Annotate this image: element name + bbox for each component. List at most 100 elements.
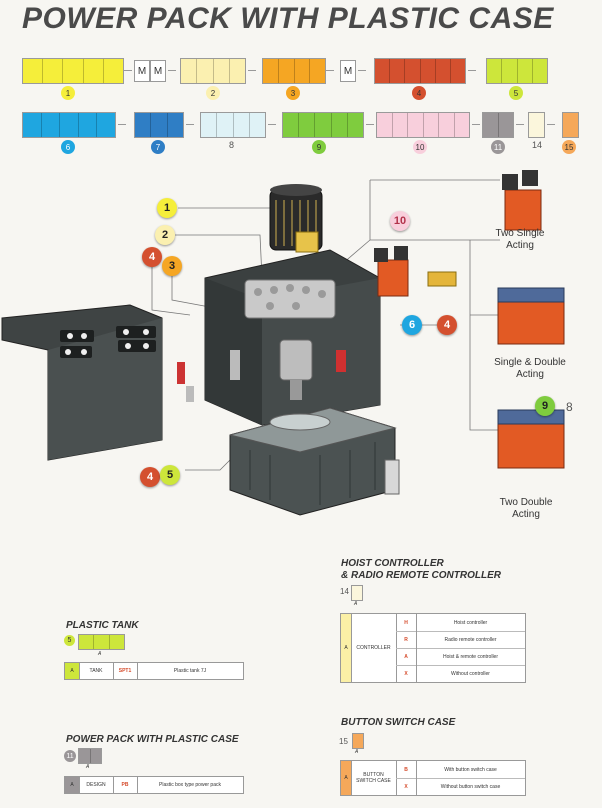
separator — [168, 70, 176, 71]
callout-4: 4 — [142, 247, 162, 267]
number-badge-6: 6 — [61, 140, 75, 154]
code-block-11 — [482, 112, 514, 138]
label-two-double-acting: Two Double Acting — [499, 497, 553, 520]
plastic-tank-table: A TANK SPT1 Plastic tank 7J — [64, 662, 244, 680]
power-pack-heading: POWER PACK WITH PLASTIC CASE — [66, 734, 239, 745]
power-pack-desc: Plastic box type power pack — [159, 782, 221, 788]
separator — [472, 124, 480, 125]
separator — [268, 124, 276, 125]
code-block-7 — [134, 112, 184, 138]
hoist-table: A CONTROLLER H Hoist controller R Radio … — [340, 613, 526, 683]
plastic-tank-label: TANK — [79, 663, 114, 679]
code-m-box: M — [150, 60, 166, 82]
number-badge-4: 4 — [412, 86, 426, 100]
code-block-5 — [486, 58, 548, 84]
callout-5: 5 — [160, 465, 180, 485]
hoist-desc-x: Without controller — [451, 670, 490, 677]
separator — [358, 70, 366, 71]
hoist-desc-a: Hoist & remote controller — [416, 648, 525, 666]
code-block-8 — [200, 112, 266, 138]
code-block-9 — [282, 112, 364, 138]
hoist-controller-label: CONTROLLER — [351, 614, 397, 682]
button-case-code-b: B — [396, 761, 417, 779]
power-pack-table: A DESIGN PB Plastic box type power pack — [64, 776, 244, 794]
code-block-10 — [376, 112, 470, 138]
number-badge-2: 2 — [206, 86, 220, 100]
plastic-tank-a-cell: A — [65, 663, 80, 679]
button-case-desc-b: With button switch case — [416, 761, 525, 779]
separator — [547, 124, 555, 125]
plastic-tank-a: A — [98, 651, 102, 657]
label-single-double-acting: Single & Double Acting — [494, 357, 566, 380]
button-case-table: A BUTTON SWITCH CASE B With button switc… — [340, 760, 526, 796]
separator — [118, 124, 126, 125]
number-badge-7: 7 — [151, 140, 165, 154]
hoist-square — [351, 585, 363, 601]
number-badge-5: 5 — [509, 86, 523, 100]
button-case-num: 15 — [339, 737, 348, 746]
power-pack-code: PB — [113, 777, 138, 793]
hoist-code-a: A — [396, 648, 417, 666]
plastic-tank-code: SPT1 — [113, 663, 138, 679]
callout-4c: 4 — [140, 467, 160, 487]
button-case-label: BUTTON SWITCH CASE — [351, 761, 397, 795]
separator — [516, 124, 524, 125]
hoist-code-x: X — [396, 665, 417, 682]
button-case-heading: BUTTON SWITCH CASE — [341, 717, 456, 728]
button-case-a-cell: A — [341, 761, 352, 795]
callout-8: 8 — [566, 400, 573, 414]
code-block-15 — [562, 112, 579, 138]
button-case-code-x: X — [396, 778, 417, 795]
number-badge-1: 1 — [61, 86, 75, 100]
callout-2: 2 — [155, 225, 175, 245]
power-pack-num: 11 — [64, 750, 76, 762]
plastic-tank-num: 5 — [64, 635, 75, 646]
code-block-6 — [22, 112, 116, 138]
plastic-tank-square — [78, 634, 125, 650]
callout-4b: 4 — [437, 315, 457, 335]
callout-1: 1 — [157, 198, 177, 218]
separator — [468, 70, 476, 71]
code-block-1 — [22, 58, 124, 84]
hoist-code-h: H — [396, 614, 417, 632]
code-block-3 — [262, 58, 326, 84]
separator — [186, 124, 194, 125]
number-badge-9: 9 — [312, 140, 326, 154]
number-label-14: 14 — [532, 140, 543, 150]
number-badge-15: 15 — [562, 140, 576, 154]
callout-3: 3 — [162, 256, 182, 276]
callout-6: 6 — [402, 315, 422, 335]
hoist-desc-h: Hoist controller — [416, 614, 525, 632]
power-pack-label: DESIGN — [79, 777, 114, 793]
code-m-box: M — [134, 60, 150, 82]
hoist-heading: HOIST CONTROLLER & RADIO REMOTE CONTROLL… — [341, 558, 501, 581]
callout-10: 10 — [390, 211, 410, 231]
number-badge-11: 11 — [491, 140, 505, 154]
separator — [326, 70, 334, 71]
button-case-desc-x: Without button switch case — [440, 783, 501, 790]
page-title: POWER PACK WITH PLASTIC CASE — [22, 2, 554, 35]
exploded-diagram — [1, 170, 565, 516]
number-badge-10: 10 — [413, 140, 427, 154]
hoist-code-r: R — [396, 631, 417, 649]
hoist-num: 14 — [340, 587, 349, 596]
power-pack-square — [78, 748, 102, 764]
hoist-a: A — [354, 601, 358, 607]
code-block-4 — [374, 58, 466, 84]
button-case-square — [352, 733, 364, 749]
separator — [366, 124, 374, 125]
button-case-a: A — [355, 749, 359, 755]
number-badge-3: 3 — [286, 86, 300, 100]
hoist-desc-r: Radio remote controller — [416, 631, 525, 649]
separator — [124, 70, 132, 71]
label-two-single-acting: Two Single Acting — [495, 228, 545, 251]
hoist-a-cell: A — [341, 614, 352, 682]
plastic-tank-heading: PLASTIC TANK — [66, 620, 139, 631]
number-label-8: 8 — [229, 140, 235, 150]
power-pack-a: A — [86, 764, 90, 770]
code-block-14 — [528, 112, 545, 138]
separator — [248, 70, 256, 71]
callout-9: 9 — [535, 396, 555, 416]
plastic-tank-desc: Plastic tank 7J — [173, 668, 207, 674]
code-m-box: M — [340, 60, 356, 82]
